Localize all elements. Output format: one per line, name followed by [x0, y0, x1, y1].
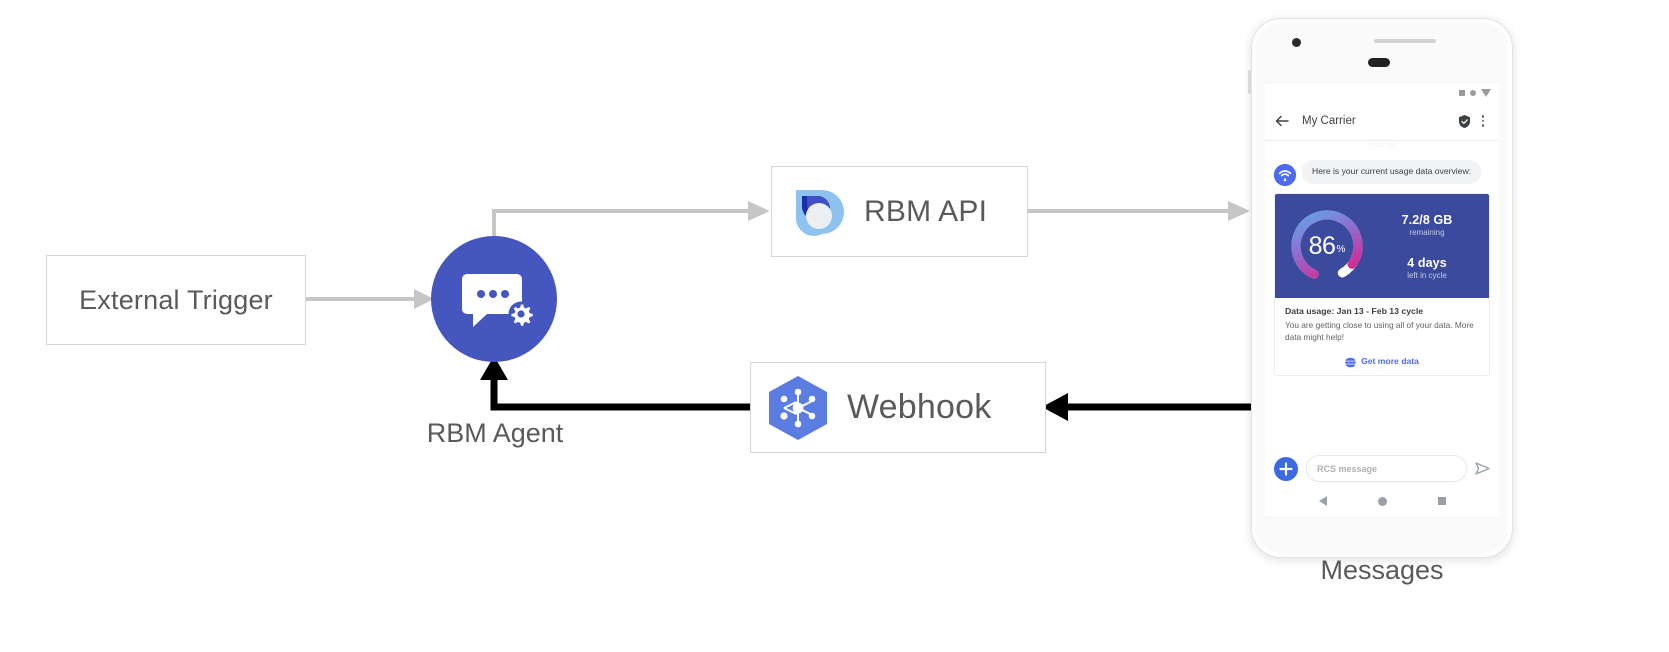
- arrow-phone-to-webhook: [1042, 393, 1252, 421]
- gauge-unit: %: [1336, 244, 1346, 255]
- app-bar-title: My Carrier: [1302, 115, 1356, 127]
- message-row: Here is your current usage data overview…: [1274, 160, 1490, 186]
- verified-shield-icon: [1457, 114, 1472, 129]
- messages-label: Messages: [1320, 555, 1444, 585]
- triangle-down-icon: [1481, 89, 1491, 97]
- sensor-bar: [1368, 58, 1390, 67]
- external-trigger-label: External Trigger: [79, 284, 273, 315]
- webhook-label: Webhook: [847, 388, 992, 426]
- dot-icon: [1470, 90, 1476, 96]
- stat-days-primary: 4 days: [1407, 255, 1447, 270]
- rbm-agent-circle: [431, 236, 557, 362]
- plus-icon[interactable]: [1274, 456, 1298, 481]
- status-bar: [1265, 84, 1499, 102]
- card-action-button[interactable]: Get more data: [1275, 347, 1489, 375]
- rich-card[interactable]: 86 % 7.2/8 GB remaining 4 days left in c…: [1274, 193, 1490, 377]
- message-composer: RCS message: [1274, 455, 1490, 482]
- square-icon: [1459, 90, 1465, 96]
- arrow-rbm-api-to-phone: [1028, 201, 1250, 221]
- rcs-message-input[interactable]: RCS message: [1306, 455, 1467, 482]
- recents-nav-icon[interactable]: [1437, 497, 1446, 505]
- hero-stats: 7.2/8 GB remaining 4 days left in cycle: [1369, 213, 1479, 280]
- earpiece-grille: [1374, 39, 1436, 43]
- home-nav-icon[interactable]: [1377, 496, 1387, 506]
- webhook-hexagon-icon: [769, 375, 827, 440]
- rbm-api-logo-icon: [795, 189, 844, 236]
- card-title: Data usage: Jan 13 - Feb 13 cycle: [1285, 306, 1424, 316]
- agent-broadcast-icon: [1274, 164, 1296, 186]
- node-webhook[interactable]: Webhook: [750, 362, 1046, 453]
- android-nav-bar: [1265, 486, 1499, 516]
- app-bar: My Carrier: [1265, 102, 1499, 141]
- send-icon[interactable]: [1475, 462, 1490, 475]
- conversation-list: Here is your current usage data overview…: [1265, 150, 1499, 377]
- rbm-api-label: RBM API: [864, 194, 988, 228]
- gauge-label-group: 86 %: [1285, 204, 1369, 288]
- overflow-menu-icon[interactable]: [1476, 115, 1490, 127]
- node-external-trigger[interactable]: External Trigger: [46, 255, 306, 345]
- gauge-value: 86: [1308, 231, 1336, 260]
- usage-gauge: 86 %: [1285, 204, 1369, 288]
- rbm-agent-label: RBM Agent: [426, 418, 564, 448]
- phone-top-bezel: [1251, 18, 1513, 86]
- chat-gear-icon: [462, 274, 534, 327]
- stat-data-secondary: remaining: [1409, 227, 1445, 237]
- arrow-agent-to-rbm-api: [492, 201, 770, 236]
- stat-data-primary: 7.2/8 GB: [1401, 212, 1453, 227]
- back-arrow-icon[interactable]: [1274, 113, 1290, 129]
- node-rbm-api[interactable]: RBM API: [771, 166, 1028, 257]
- card-hero: 86 % 7.2/8 GB remaining 4 days left in c…: [1275, 194, 1489, 298]
- globe-icon: [1343, 355, 1358, 369]
- card-description: You are getting close to using all of yo…: [1285, 320, 1474, 343]
- arrow-trigger-to-agent: [306, 289, 434, 309]
- phone-mockup: My Carrier 12:30 PM: [1248, 18, 1513, 558]
- stat-days-secondary: left in cycle: [1407, 270, 1447, 280]
- card-body: Data usage: Jan 13 - Feb 13 cycle You ar…: [1275, 298, 1489, 347]
- camera-icon: [1292, 38, 1301, 47]
- message-bubble: Here is your current usage data overview…: [1302, 160, 1482, 184]
- node-rbm-agent[interactable]: [431, 236, 557, 362]
- card-action-label: Get more data: [1361, 355, 1419, 366]
- rcs-message-placeholder: RCS message: [1317, 463, 1378, 474]
- phone-screen: My Carrier 12:30 PM: [1265, 84, 1499, 516]
- message-timestamp: 12:30 PM: [1367, 143, 1397, 150]
- back-nav-icon[interactable]: [1318, 496, 1327, 506]
- phone-side-button[interactable]: [1248, 70, 1251, 94]
- arrow-webhook-to-agent: [480, 356, 750, 411]
